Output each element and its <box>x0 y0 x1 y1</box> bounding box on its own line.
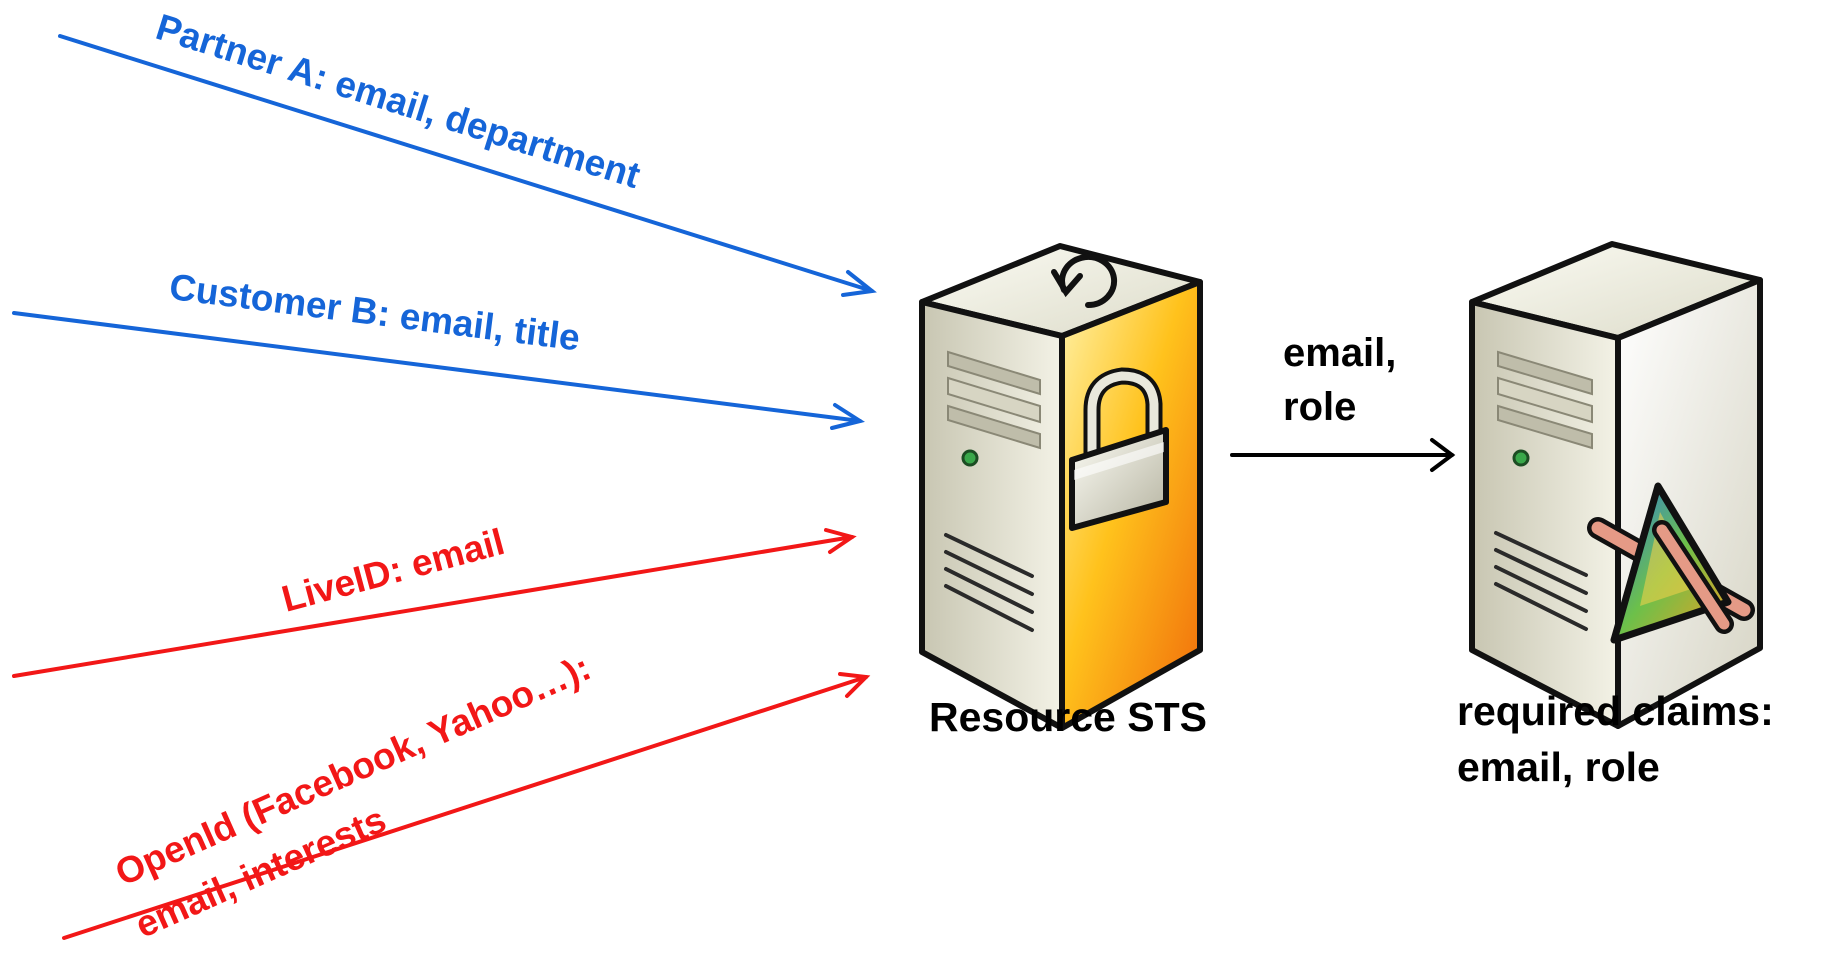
arrow-forward <box>1230 438 1456 472</box>
arrow-partner-a <box>58 34 877 297</box>
app-label-line2: email, role <box>1457 744 1660 790</box>
arrow-customer-b <box>12 311 865 430</box>
arrow-liveid <box>12 528 857 678</box>
app-label-line1: required claims: <box>1457 688 1774 734</box>
sts-label: Resource STS <box>929 694 1207 740</box>
application-server-icon <box>1469 241 1763 729</box>
refresh-icon <box>1051 254 1118 309</box>
arrow-openid <box>62 672 871 940</box>
lock-icon <box>1069 367 1169 531</box>
forwarded-claims-line2: role <box>1283 385 1357 429</box>
forwarded-claims-line1: email, <box>1283 331 1397 375</box>
app-emblem-icon <box>1587 482 1755 644</box>
